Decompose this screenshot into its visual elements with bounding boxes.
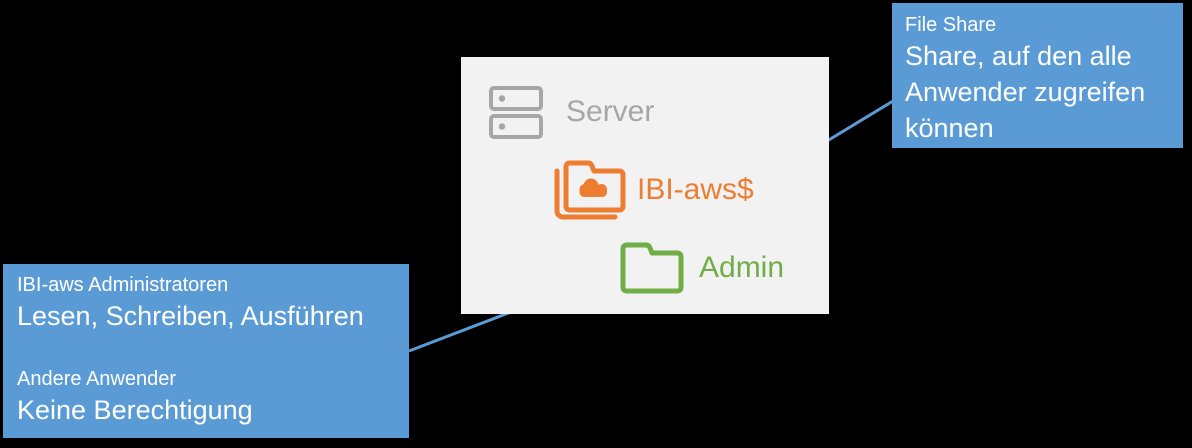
server-row: Server [489, 85, 654, 139]
callout-file-share-body: Share, auf den alle Anwender zugreifen k… [905, 41, 1146, 143]
admin-row: Admin [620, 242, 784, 294]
permissions-spacer [17, 334, 399, 366]
share-row: IBI-aws$ [554, 159, 754, 221]
callout-file-share: File Share Share, auf den alle Anwender … [892, 3, 1183, 148]
permissions-group1-rights: Lesen, Schreiben, Ausführen [17, 301, 364, 331]
permissions-group2-rights: Keine Berechtigung [17, 395, 253, 425]
server-icon [489, 85, 543, 139]
callout-permissions: IBI-aws Administratoren Lesen, Schreiben… [3, 264, 409, 438]
folder-icon [620, 242, 684, 294]
server-label: Server [566, 95, 655, 128]
admin-label: Admin [699, 251, 785, 284]
share-label: IBI-aws$ [637, 173, 754, 206]
server-panel: Server IBI-aws$ Admin [461, 57, 829, 314]
shared-cloud-folder-icon [554, 160, 626, 220]
permissions-group2-name: Andere Anwender [17, 368, 177, 390]
cloud-glyph [579, 178, 607, 197]
permissions-group1-name: IBI-aws Administratoren [17, 274, 229, 296]
callout-file-share-title: File Share [905, 14, 997, 36]
